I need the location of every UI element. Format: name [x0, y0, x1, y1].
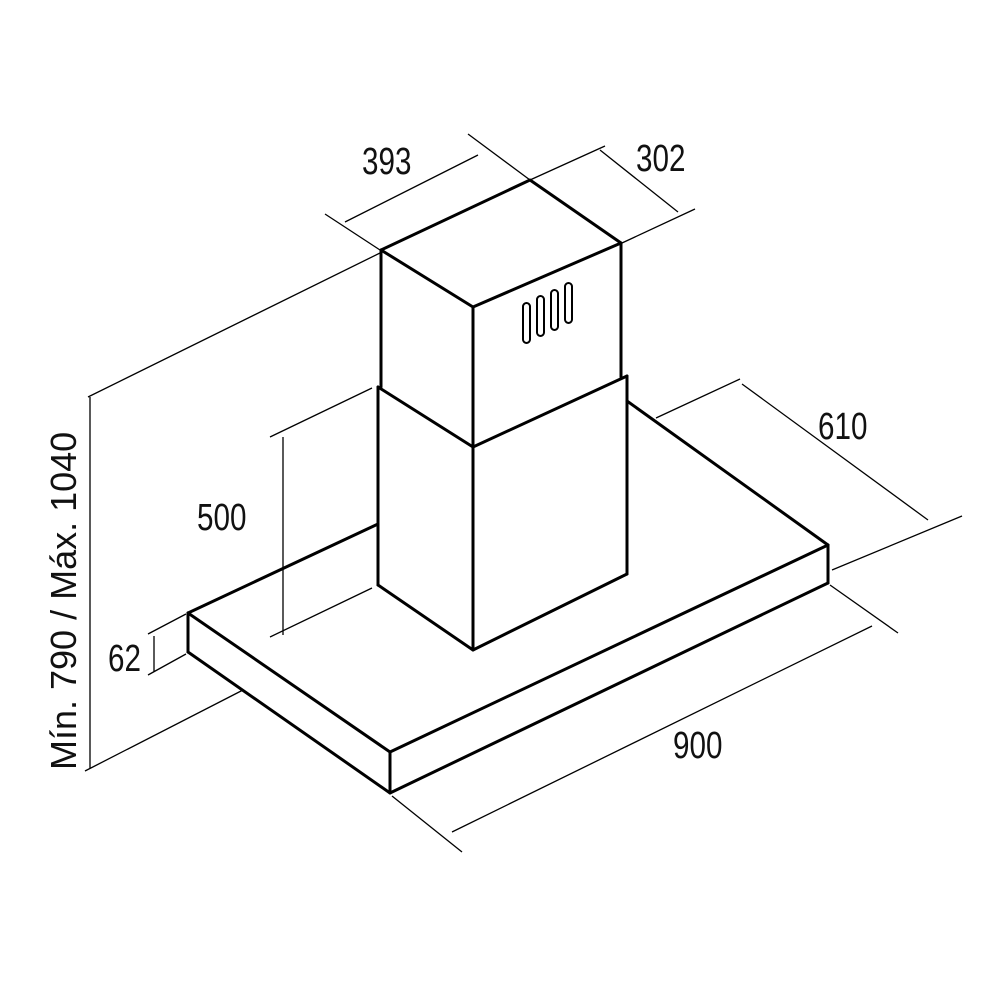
upper-chimney-top [379, 178, 623, 309]
lower-chimney-bottom [376, 572, 629, 652]
hood-body [186, 399, 830, 795]
label-chimney-width: 393 [362, 141, 412, 183]
label-hood-depth: 610 [818, 406, 868, 448]
label-total-height: Mín. 790 / Máx. 1040 [43, 431, 84, 770]
label-chimney-depth: 302 [636, 138, 686, 180]
upper-chimney [379, 178, 623, 449]
vent-slots-icon [522, 282, 573, 344]
label-hood-width: 900 [673, 725, 723, 767]
lower-chimney [376, 374, 629, 652]
dimension-lines [84, 133, 963, 853]
dim-line-393 [344, 154, 479, 223]
dim-line-302 [599, 149, 679, 213]
dim-line-900 [451, 625, 873, 833]
dim-line-610 [741, 383, 929, 521]
lower-chimney-top [376, 374, 629, 449]
label-hood-thickness: 62 [108, 638, 141, 680]
label-lower-chimney-height: 500 [197, 497, 247, 539]
